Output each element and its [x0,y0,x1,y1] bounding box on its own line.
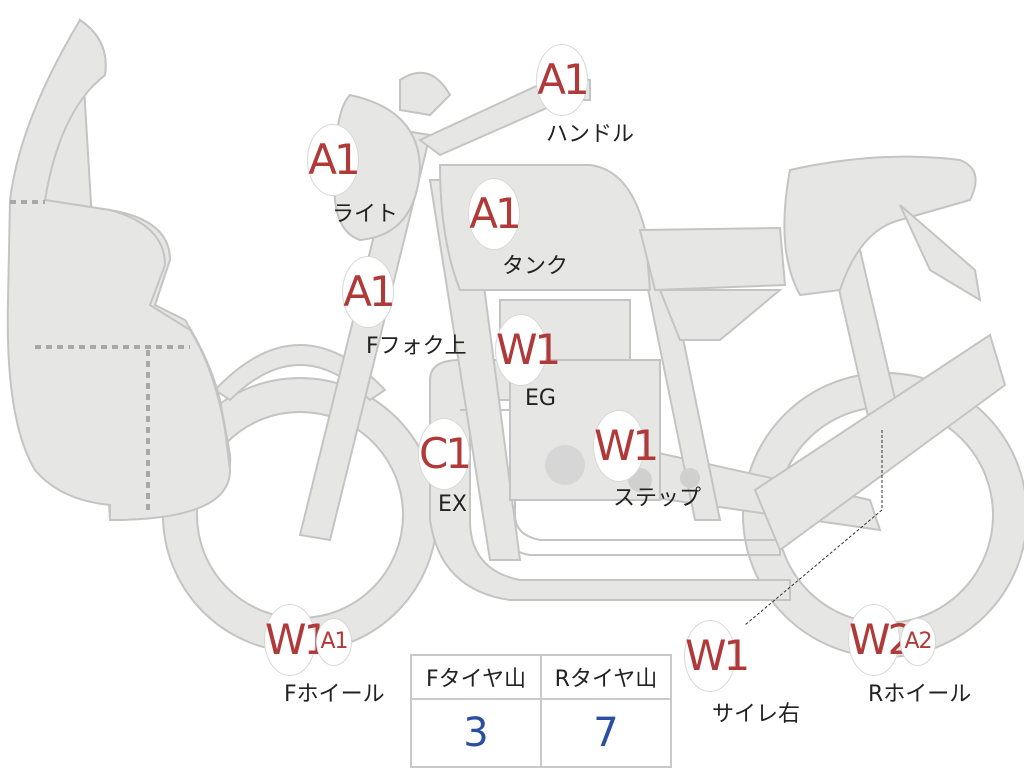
front-fork-shape [298,128,432,542]
r-wheel-rank2-badge: A2 [900,618,936,666]
engine-label: EG [525,386,556,411]
r-wheel-label: Rホイール [868,682,972,707]
rear-tire-value: 7 [540,698,672,768]
f-wheel-rank2-badge: A1 [316,618,352,666]
tire-tread-table: Fタイヤ山 Rタイヤ山 3 7 [410,654,672,768]
rear-tire-header: Rタイヤ山 [540,654,672,700]
r-wheel-rank-badge: W2 [848,604,914,676]
front-tire-header: Fタイヤ山 [410,654,542,700]
engine-rank-badge: W1 [495,314,561,386]
muffler-label: サイレ右 [712,702,801,727]
step-label: ステップ [613,486,702,511]
fork-rank-badge: A1 [342,256,396,328]
tank-label: タンク [502,254,569,279]
fork-label: Fフォク上 [366,334,467,359]
tank-rank-badge: A1 [468,178,522,250]
handle-label: ハンドル [546,122,635,147]
f-wheel-label: Fホイール [284,682,385,707]
front-tire-value: 3 [410,698,542,768]
seat-shape [783,155,977,297]
exhaust-label: EX [438,492,467,517]
f-wheel-rank-badge: W1 [264,604,330,676]
light-label: ライト [332,202,399,227]
exhaust-rank-badge: C1 [418,418,472,490]
light-rank-badge: A1 [307,124,361,196]
muffler-shape [753,333,1007,552]
handle-rank-badge: A1 [536,44,590,116]
muffler-rank-badge: W1 [684,620,750,692]
step-rank-badge: W1 [593,410,659,482]
